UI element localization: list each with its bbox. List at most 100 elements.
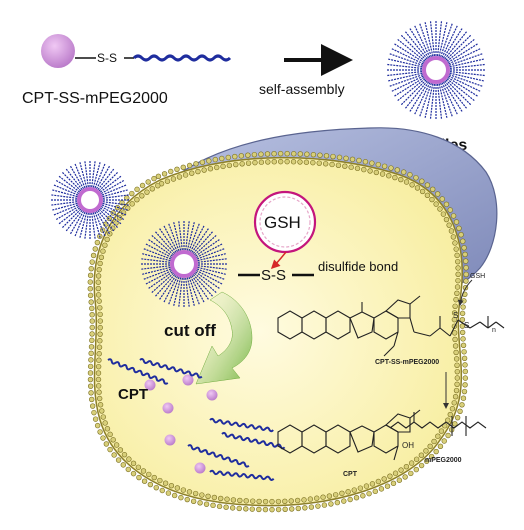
membrane-bead — [271, 151, 277, 157]
membrane-bead — [356, 157, 362, 164]
membrane-bead — [369, 481, 376, 487]
peg-arm — [386, 70, 423, 77]
peg-arm — [98, 208, 119, 229]
cut-off-arrow — [195, 291, 253, 385]
gsh-attack-arrow — [457, 279, 473, 306]
membrane-bead — [88, 344, 95, 350]
membrane-bead — [387, 473, 393, 479]
peg-arm — [449, 72, 485, 82]
membrane-bead — [463, 278, 469, 284]
peg-arm — [429, 20, 436, 57]
membrane-bead — [87, 376, 94, 383]
membrane-bead — [107, 446, 113, 453]
peg-arm — [94, 162, 106, 189]
peg-arm — [196, 268, 226, 281]
peg-arm — [57, 207, 81, 225]
membrane-bead — [437, 443, 444, 449]
membrane-bead — [414, 185, 421, 191]
membrane-bead — [95, 363, 102, 370]
membrane-bead — [199, 159, 206, 165]
membrane-bead — [229, 505, 236, 511]
membrane-bead — [453, 246, 459, 252]
peg-arm — [95, 165, 111, 190]
membrane-bead — [451, 310, 458, 316]
membrane-bead — [121, 451, 128, 458]
peg-arm — [94, 211, 106, 238]
membrane-bead — [95, 285, 101, 292]
peg-arm — [79, 212, 88, 239]
peg-arm — [196, 269, 224, 285]
peg-arm — [197, 252, 227, 262]
peg-arm — [101, 184, 128, 196]
membrane-bead — [95, 292, 102, 298]
peg-arm — [140, 265, 171, 270]
peg-arm — [98, 171, 119, 192]
membrane-bead — [396, 477, 403, 483]
membrane-bead — [107, 231, 113, 237]
membrane-bead — [186, 162, 193, 169]
cut-off-label: cut off — [164, 321, 216, 340]
peg-arm — [408, 27, 430, 59]
membrane-bead — [450, 213, 457, 219]
membrane-bead — [265, 159, 271, 165]
membrane-bead — [303, 159, 310, 165]
membrane-bead — [438, 428, 445, 434]
peg-arm — [185, 277, 190, 308]
membrane-bead — [369, 160, 375, 166]
peg-arm — [400, 34, 427, 61]
micelle-top — [386, 20, 486, 120]
peg-arm — [172, 221, 182, 251]
peg-arm — [69, 165, 85, 190]
membrane-bead — [96, 389, 102, 395]
membrane-bead — [96, 344, 103, 350]
membrane-bead — [214, 164, 220, 171]
membrane-bead — [135, 464, 142, 470]
membrane-bead — [189, 170, 195, 176]
peg-arm — [79, 161, 88, 188]
membrane-bead — [100, 435, 106, 441]
peg-arm — [191, 275, 210, 301]
membrane-bead — [168, 168, 174, 175]
membrane-bead — [165, 490, 172, 496]
peg-arm — [195, 238, 221, 257]
membrane-bead — [111, 452, 117, 458]
membrane-bead — [454, 252, 460, 259]
membrane-bead — [435, 433, 441, 439]
membrane-bead — [130, 470, 137, 477]
membrane-bead — [413, 456, 420, 462]
released-cpt-sphere — [182, 374, 194, 386]
membrane-bead — [461, 298, 467, 304]
membrane-bead — [424, 458, 430, 464]
peg-arm — [446, 78, 476, 102]
membrane-bead — [427, 443, 433, 449]
peg-arm — [390, 47, 424, 65]
membrane-bead — [335, 162, 342, 168]
membrane-bead — [161, 171, 168, 177]
membrane-bead — [236, 505, 242, 512]
peg-arm — [141, 252, 171, 262]
membrane-bead — [448, 228, 455, 234]
peg-arm — [197, 265, 228, 270]
peg-arm — [387, 72, 423, 82]
membrane-bead — [89, 331, 95, 337]
peg-arm — [194, 272, 218, 294]
peg-arm — [447, 76, 479, 98]
membrane-bead — [145, 179, 151, 185]
peg-arm — [84, 212, 89, 240]
membrane-bead — [182, 172, 189, 178]
peg-arm — [388, 74, 423, 88]
membrane-bead — [97, 324, 103, 331]
membrane-bead — [107, 431, 113, 438]
peg-arm — [55, 205, 80, 221]
membrane-bead — [277, 150, 284, 157]
membrane-bead — [433, 448, 439, 455]
membrane-bead — [339, 490, 345, 497]
peg-arm — [388, 52, 423, 66]
membrane-bead — [97, 318, 103, 324]
membrane-bead — [455, 277, 461, 284]
membrane-bead — [290, 159, 297, 165]
membrane-bead — [459, 317, 466, 323]
membrane-bead — [452, 393, 459, 400]
red-attack-arrow — [270, 251, 287, 270]
released-cpt-sphere — [194, 462, 206, 474]
